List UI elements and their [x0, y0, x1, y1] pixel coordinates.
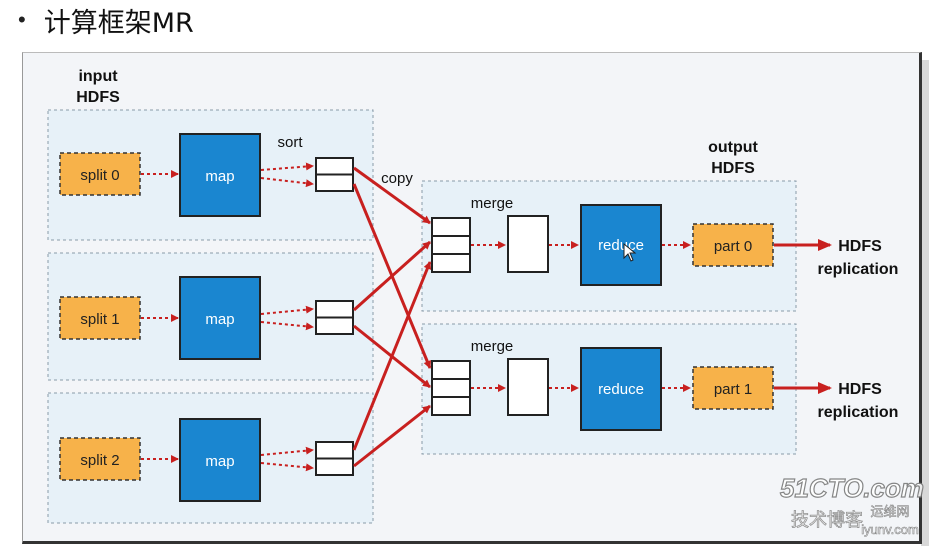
- map-output-buffer-0: [315, 157, 354, 192]
- bullet-line: • 计算框架MR: [18, 0, 194, 40]
- arrow-map-sort-0b: [260, 177, 314, 188]
- sort-label: sort: [277, 134, 303, 151]
- map-box-1: [179, 276, 261, 360]
- replication-label-0-line1: HDFS: [838, 238, 882, 255]
- reduce-box-0: [580, 204, 662, 286]
- watermark-line3: 运维网: [870, 504, 909, 519]
- copy-arrow-1-0: [352, 240, 432, 312]
- part-box-1: [692, 366, 774, 410]
- merge-input-buffer-1: [431, 360, 471, 416]
- split-box-0: [59, 152, 141, 196]
- map-box-2: [179, 418, 261, 502]
- arrow-map-sort-0a: [260, 162, 314, 171]
- panel-shadow: [921, 60, 929, 546]
- map-label-1: map: [205, 311, 234, 328]
- reduce-label-1: reduce: [598, 381, 644, 398]
- map-output-buffer-2: [315, 441, 354, 476]
- reduce-label-0: reduce: [598, 237, 644, 254]
- copy-arrow-2-1: [353, 404, 431, 468]
- output-label-line2: HDFS: [711, 160, 755, 177]
- watermark-line2: 技术博客: [791, 510, 863, 530]
- map-box-0: [179, 133, 261, 217]
- split-box-2: [59, 437, 141, 481]
- split-label-2: split 2: [80, 452, 119, 469]
- split-label-1: split 1: [80, 311, 119, 328]
- part-label-1: part 1: [714, 381, 752, 398]
- slide-title: 计算框架MR: [43, 7, 194, 39]
- map-output-buffer-1: [315, 300, 354, 335]
- merge-input-buffer-0: [431, 217, 471, 273]
- watermark-line1: 51CTO.com: [780, 473, 924, 503]
- watermark: 51CTO.com 技术博客 运维网 iyunv.com: [779, 472, 924, 537]
- bullet-dot: •: [18, 7, 26, 32]
- arrow-map-sort-1b: [260, 321, 314, 331]
- arrow-map-sort-2a: [260, 446, 314, 456]
- map-label-0: map: [205, 168, 234, 185]
- merge-label-1: merge: [471, 338, 514, 355]
- replication-label-0-line2: replication: [818, 261, 899, 278]
- replication-label-1-line1: HDFS: [838, 381, 882, 398]
- reduce-box-1: [580, 347, 662, 431]
- input-label-line2: HDFS: [76, 89, 120, 106]
- part-label-0: part 0: [714, 238, 752, 255]
- copy-label: copy: [381, 170, 413, 187]
- map-label-2: map: [205, 453, 234, 470]
- copy-arrow-0-0: [353, 166, 431, 225]
- merged-output-1: [507, 358, 549, 416]
- mouse-cursor-icon: [623, 242, 637, 262]
- split-box-1: [59, 296, 141, 340]
- arrow-map-sort-1a: [260, 305, 314, 315]
- arrow-map-sort-2b: [260, 462, 314, 472]
- input-label-line1: input: [78, 68, 118, 85]
- copy-arrow-2-0: [352, 261, 432, 451]
- part-box-0: [692, 223, 774, 267]
- watermark-line4: iyunv.com: [861, 522, 919, 537]
- merge-label-0: merge: [471, 195, 514, 212]
- output-label-line1: output: [708, 139, 758, 156]
- split-label-0: split 0: [80, 167, 119, 184]
- replication-label-1-line2: replication: [818, 404, 899, 421]
- merged-output-0: [507, 215, 549, 273]
